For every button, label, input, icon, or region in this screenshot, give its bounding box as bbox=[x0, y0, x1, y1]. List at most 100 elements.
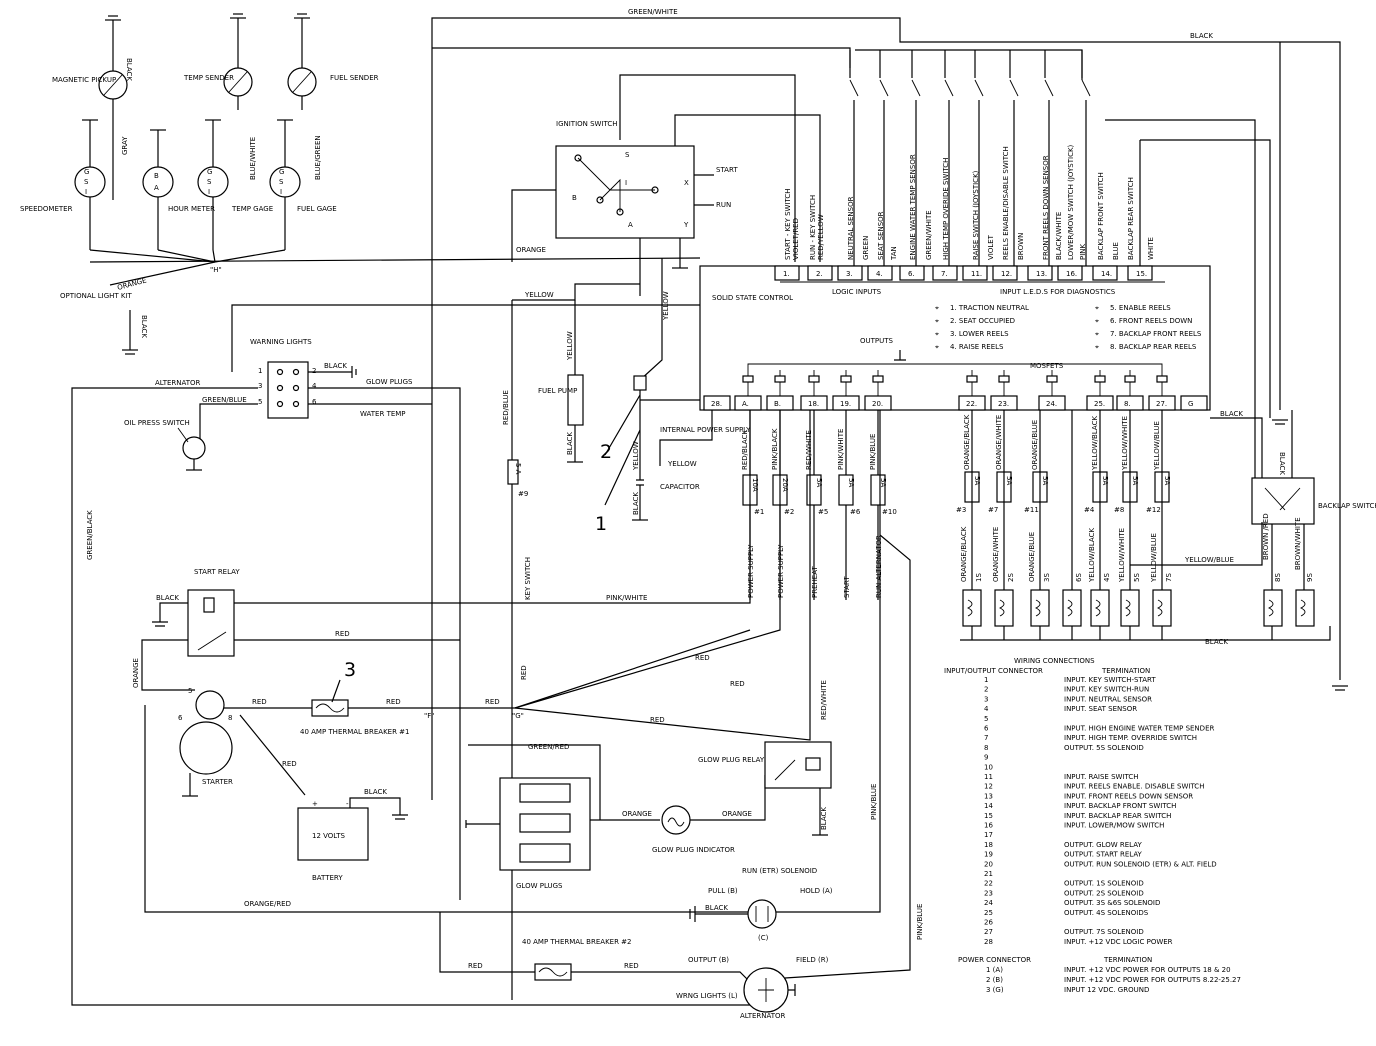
connection-termination: INPUT. NEUTRAL SENSOR bbox=[1064, 695, 1152, 703]
top-pin-label: 6. bbox=[908, 270, 915, 278]
input-wire-label: RAISE SWITCH (JOYSTICK) bbox=[972, 170, 980, 260]
backlap-front-wire bbox=[1105, 119, 1256, 478]
wire-label-orange: ORANGE bbox=[622, 810, 652, 818]
wire-label-black: BLACK bbox=[140, 315, 148, 338]
svg-text:I: I bbox=[280, 188, 282, 196]
wire-label-red: RED bbox=[282, 760, 297, 768]
output-fuse-rating: 10A bbox=[751, 478, 759, 492]
input-wire-label: RED/YELLOW bbox=[817, 214, 825, 260]
connection-number: 19 bbox=[984, 851, 993, 859]
mosfet-icon bbox=[808, 375, 820, 383]
internal-power-supply-label: INTERNAL POWER SUPPLY bbox=[660, 426, 751, 434]
solenoid-coil-icon bbox=[966, 599, 973, 617]
hour-meter-label: HOUR METER bbox=[168, 205, 215, 213]
wire-label-red: RED bbox=[485, 698, 500, 706]
svg-text:G: G bbox=[279, 168, 284, 176]
bottom-pin-label: 28. bbox=[711, 400, 722, 408]
output-fuse-number: #5 bbox=[818, 508, 828, 516]
connection-number: 28 bbox=[984, 938, 993, 946]
mosfet-icon bbox=[1156, 375, 1168, 383]
svg-text:X: X bbox=[684, 179, 689, 187]
wire-label-red: RED bbox=[520, 665, 528, 680]
input-switch-icon bbox=[1009, 79, 1019, 97]
solenoid-coil-icon bbox=[1094, 599, 1101, 617]
connection-number: 4 bbox=[984, 705, 989, 713]
wire-label-red: RED bbox=[730, 680, 745, 688]
solenoid-fuse-number: #12 bbox=[1146, 506, 1161, 514]
input-leds-label: INPUT L.E.D.S FOR DIAGNOSTICS bbox=[1000, 288, 1116, 296]
solenoid-output-label: YELLOW/WHITE bbox=[1118, 528, 1126, 583]
solenoid-icon bbox=[1152, 589, 1172, 627]
svg-text:3: 3 bbox=[258, 382, 262, 390]
top-pin-label: 7. bbox=[941, 270, 948, 278]
wire-label-orange: ORANGE bbox=[722, 810, 752, 818]
svg-text:S: S bbox=[279, 178, 284, 186]
wire-label-black: BLACK bbox=[705, 904, 728, 912]
output-fuse-number: #2 bbox=[784, 508, 794, 516]
magnetic-pickup-label: MAGNETIC PICKUP bbox=[52, 76, 116, 84]
fuel-gage-icon bbox=[269, 166, 301, 198]
connection-number: 17 bbox=[984, 831, 993, 839]
solenoid-wire-label: ORANGE/BLACK bbox=[963, 414, 971, 470]
wire-label-green-red: GREEN/RED bbox=[528, 743, 569, 751]
led-indicator-icon: ⌖ bbox=[1095, 343, 1099, 351]
connection-termination: OUTPUT. 2S SOLENOID bbox=[1064, 889, 1144, 897]
callout-1: 1 bbox=[595, 513, 607, 535]
input-wire-label: ENGINE WATER TEMP SENSOR bbox=[909, 154, 917, 260]
led-diagnostic-item: 6. FRONT REELS DOWN bbox=[1110, 317, 1192, 325]
led-indicator-icon: ⌖ bbox=[1095, 330, 1099, 338]
svg-text:G: G bbox=[84, 168, 89, 176]
top-pins: 1.2.3.4.6.7.11.12.13.16.14.15. bbox=[774, 265, 1153, 281]
gauge-section: MAGNETIC PICKUP BLACK GRAY TEMP SENDER F… bbox=[20, 13, 701, 355]
solenoid-fuse-number: #8 bbox=[1114, 506, 1124, 514]
solenoid-icon bbox=[1030, 589, 1050, 627]
input-wire-label: LOWER/MOW SWITCH (JOYSTICK) bbox=[1067, 144, 1075, 260]
input-wire-label: VIOLET/RED bbox=[792, 218, 800, 260]
input-switch-icon bbox=[1081, 79, 1091, 97]
svg-text:A: A bbox=[154, 184, 159, 192]
top-pin-cell bbox=[837, 265, 863, 281]
input-wire-label: BACKLAP REAR SWITCH bbox=[1127, 177, 1135, 260]
glow-plugs-wire-label: GLOW PLUGS bbox=[366, 378, 413, 386]
wire-label-black: BLACK bbox=[364, 788, 387, 796]
svg-text:2: 2 bbox=[312, 367, 316, 375]
solenoid-fuse-rating: 5A bbox=[1163, 476, 1171, 485]
svg-text:S: S bbox=[84, 178, 89, 186]
g-junction-label: "G" bbox=[512, 712, 524, 720]
top-pin-label: 1. bbox=[783, 270, 790, 278]
connection-number: 6 bbox=[984, 725, 989, 733]
ignition-switch: IGNITION SWITCH S I B A X Y START RUN bbox=[511, 120, 738, 296]
top-pin-cell bbox=[992, 265, 1018, 281]
solenoid-icon bbox=[1062, 589, 1082, 627]
connection-number: 7 bbox=[984, 734, 988, 742]
connections-title: WIRING CONNECTIONS bbox=[1014, 657, 1095, 665]
top-pin-label: 4. bbox=[876, 270, 883, 278]
top-pin-label: 3. bbox=[846, 270, 853, 278]
svg-text:G: G bbox=[207, 168, 212, 176]
battery-icon bbox=[297, 807, 369, 861]
power-connector-termination: INPUT. +12 VDC POWER FOR OUTPUTS 8.22-25… bbox=[1064, 976, 1241, 984]
top-pin-cell bbox=[1057, 265, 1083, 281]
solenoid-fuse-rating: 5A bbox=[1005, 476, 1013, 485]
connection-number: 10 bbox=[984, 763, 993, 771]
output-fuse-rating: 5A bbox=[847, 478, 855, 487]
wire-label-blue-green: BLUE/GREEN bbox=[314, 135, 322, 180]
wire-label-red: RED bbox=[624, 962, 639, 970]
connection-termination: OUTPUT. 5S SOLENOID bbox=[1064, 744, 1144, 752]
solenoid-label: 2S bbox=[1007, 573, 1015, 582]
connection-termination: OUTPUT. GLOW RELAY bbox=[1064, 841, 1142, 849]
bottom-pin-cell bbox=[1180, 395, 1208, 411]
top-pin-cell bbox=[899, 265, 925, 281]
wire-label-green-blue: GREEN/BLUE bbox=[202, 396, 247, 404]
top-pin-cell bbox=[774, 265, 800, 281]
connection-number: 18 bbox=[984, 841, 993, 849]
glow-plug-relay-box bbox=[764, 741, 832, 789]
temp-gage-icon bbox=[197, 166, 229, 198]
output-wire-label: PINK/BLUE bbox=[869, 434, 877, 470]
pull-label: PULL (B) bbox=[708, 887, 738, 895]
led-diagnostic-item: 3. LOWER REELS bbox=[950, 330, 1009, 338]
solenoid-wire-label: ORANGE/BLUE bbox=[1031, 420, 1039, 470]
svg-text:B: B bbox=[572, 194, 577, 202]
svg-text:S: S bbox=[207, 178, 212, 186]
